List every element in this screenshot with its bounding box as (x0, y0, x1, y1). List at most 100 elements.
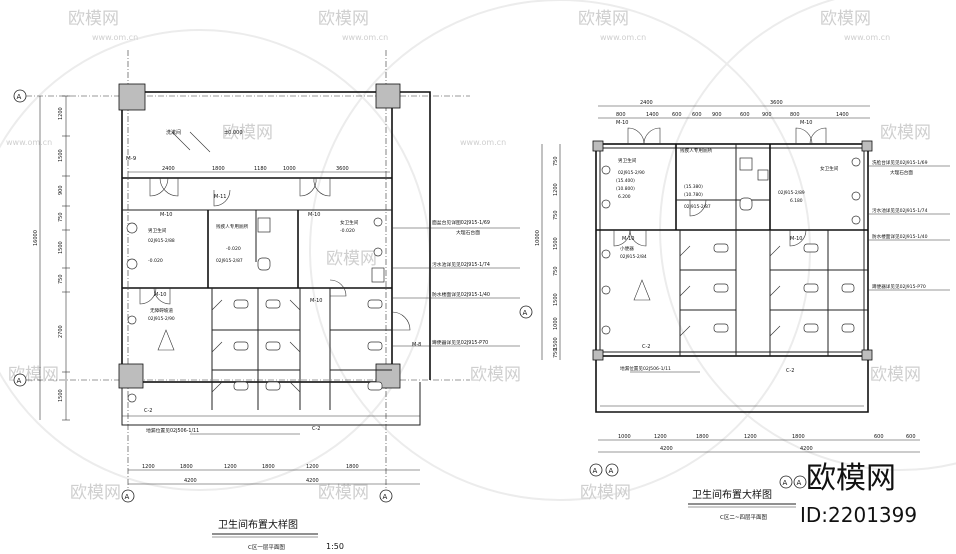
dimension-label: 1400 (646, 112, 659, 118)
watermark-url: www.om.cn (600, 33, 646, 42)
leader-note: 防水楼面详见02J915-1/40 (872, 233, 928, 240)
drawing-subtitle: C区二~四层平面图 (720, 513, 767, 521)
door-tag: M-10 (160, 212, 172, 218)
dimension-label: 750 (553, 210, 559, 220)
washbasin (257, 217, 271, 233)
detail-ref: 02J915-2/88 (148, 238, 175, 244)
leader-note: 大理石台面 (456, 229, 480, 236)
drawing-subtitle: C区一层平面图 (248, 543, 285, 551)
dimension-label: 900 (58, 185, 64, 195)
dimension-label: 1500 (58, 149, 64, 162)
leader-note: 防水楼面详见02J915-1/40 (432, 291, 490, 298)
outer-wall (595, 143, 869, 357)
dimension-label: 1800 (346, 464, 359, 470)
watermark-brand: 欧模网 (880, 123, 931, 143)
axis-bubble (793, 475, 807, 489)
dimension-label: 1200 (58, 107, 64, 120)
door-tag: M-10 (800, 120, 812, 126)
watermark-url: www.om.cn (460, 138, 506, 147)
ramp-outline (121, 382, 421, 426)
dimension-label: 1800 (262, 464, 275, 470)
window-tag: C-2 (642, 344, 650, 350)
dimension-label: 2400 (162, 166, 175, 172)
axis-bubble (779, 475, 793, 489)
axis-label: A (17, 377, 22, 385)
leader-note: 地漏位置见02J506-1/11 (146, 427, 199, 434)
watermark-brand: 欧模网 (580, 483, 631, 503)
urinals-right (601, 157, 861, 335)
level-mark: -0.020 (148, 258, 163, 264)
axis-label: A (383, 493, 388, 501)
watermark-brand: 欧模网 (870, 365, 921, 385)
accessible-toilet (739, 197, 753, 211)
door-tag: M-10 (154, 292, 166, 298)
door-tag: M-10 (308, 212, 320, 218)
door-tag: M-8 (412, 342, 421, 348)
watermark-brand: 欧模网 (68, 9, 119, 29)
window-tag: C-2 (144, 408, 152, 414)
dimension-label: 1000 (553, 317, 559, 330)
dimension-label: 1800 (212, 166, 225, 172)
axis-bubble (121, 489, 135, 503)
axis-bubble (379, 489, 393, 503)
dimension-label: 900 (762, 112, 772, 118)
dimension-total: 4200 (184, 478, 197, 484)
watermark-brand: 欧模网 (820, 9, 871, 29)
room-name: 男卫生间 (148, 227, 167, 234)
mop-sink (371, 267, 385, 283)
dimension-label: 1500 (553, 237, 559, 250)
level-mark: 6.180 (790, 198, 803, 204)
door-swings-left (139, 131, 411, 393)
dimension-label: 750 (58, 212, 64, 222)
structural-column (592, 349, 604, 361)
corner-brand: 欧模网 (806, 461, 896, 496)
outer-wall (121, 91, 393, 383)
watermark-brand: 欧模网 (578, 9, 629, 29)
window-tag: C-2 (312, 426, 320, 432)
leader-note: 蹲便器详见见02J915-P70 (432, 339, 488, 346)
dimension-label: 1500 (58, 241, 64, 254)
dimension-label: 1800 (792, 434, 805, 440)
dimension-label: 750 (553, 266, 559, 276)
dimension-label: 1500 (553, 337, 559, 350)
dimension-label: 1500 (553, 293, 559, 306)
outer-wall (595, 356, 869, 413)
watermark-brand: 欧模网 (470, 365, 521, 385)
dimension-label: 600 (874, 434, 884, 440)
detail-ref: 02J915-2/87 (684, 204, 711, 210)
dimension-label: 1000 (283, 166, 296, 172)
dimension-total: 4200 (306, 478, 319, 484)
structural-column (118, 83, 146, 111)
axis-label: A (125, 493, 130, 501)
leader-notes-right (630, 165, 950, 373)
leader-note: 面盆台见详图02J915-1/69 (432, 219, 490, 226)
leader-note: 污水池详见见02J915-1/74 (872, 207, 928, 214)
detail-ref: 02J915-2/90 (148, 316, 175, 322)
washbasin (739, 157, 753, 171)
axis-label: A (783, 479, 788, 487)
dimension-label: 1200 (306, 464, 319, 470)
door-tag: M-11 (214, 194, 226, 200)
squat-toilets-left (233, 299, 383, 391)
dimension-total: 4200 (800, 446, 813, 452)
detail-ref: 02J915-2/89 (778, 190, 805, 196)
watermark-brand: 欧模网 (318, 9, 369, 29)
dimension-label: 600 (672, 112, 682, 118)
room-name: 残疾人专用厕所 (216, 223, 249, 230)
room-name: 女卫生间 (820, 165, 839, 172)
watermark-url: www.om.cn (6, 138, 52, 147)
dimension-total: 10000 (535, 230, 541, 246)
room-name: 男卫生间 (618, 157, 637, 164)
structural-column (375, 83, 401, 109)
ramp-arrow (157, 329, 175, 351)
left-floor-plan: A A A A 1200 1500 900 750 1500 750 2700 … (13, 50, 520, 551)
door-tag: M-10 (310, 298, 322, 304)
level-mark: (15.380) (684, 184, 703, 190)
watermark-brand: 欧模网 (70, 483, 121, 503)
dimension-total: 16000 (33, 230, 39, 246)
axis-label: A (593, 467, 598, 475)
squat-toilets-right (713, 243, 855, 333)
structural-column (118, 363, 144, 389)
dimension-label: 1800 (696, 434, 709, 440)
